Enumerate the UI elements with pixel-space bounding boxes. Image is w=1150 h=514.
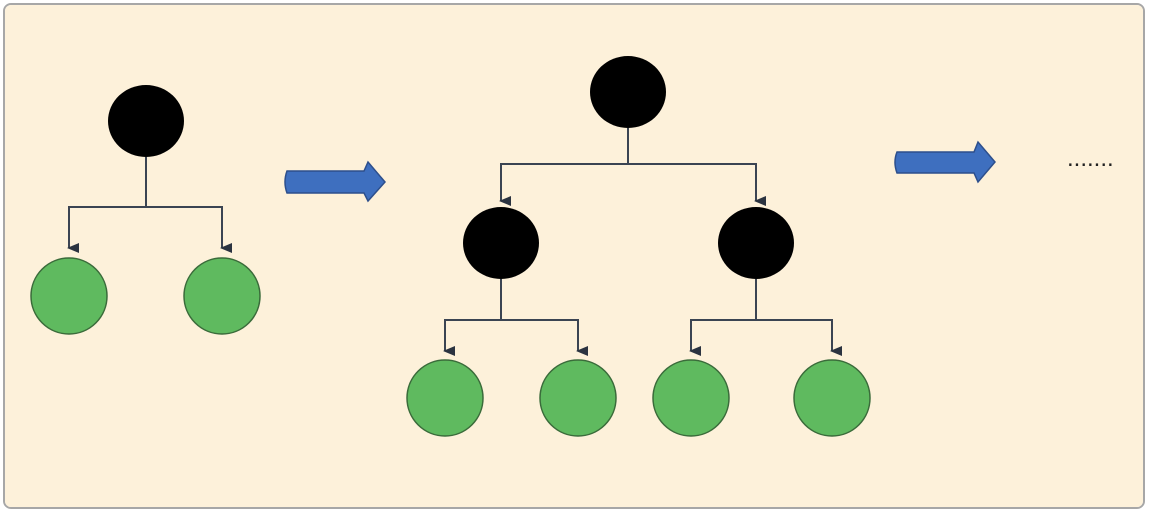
transition-arrow <box>284 160 386 203</box>
internal-node <box>108 85 184 157</box>
transition-arrow <box>894 140 996 184</box>
tree-growth-diagram <box>5 5 1143 507</box>
tree-edge <box>689 279 757 356</box>
internal-node <box>463 207 539 279</box>
leaf-node <box>539 359 617 437</box>
tree-edge <box>628 163 766 206</box>
leaf-node <box>793 359 871 437</box>
tree-depth-2 <box>406 56 871 437</box>
internal-node <box>718 207 794 279</box>
tree-edge <box>443 279 502 356</box>
leaf-node <box>30 257 108 335</box>
tree-edge <box>501 319 588 356</box>
leaf-node <box>183 257 261 335</box>
leaf-node <box>406 359 484 437</box>
internal-node <box>590 56 666 128</box>
continuation-ellipsis: ....... <box>1067 145 1114 172</box>
tree-depth-1 <box>30 85 261 335</box>
tree-edge <box>756 319 842 356</box>
leaf-node <box>652 359 730 437</box>
tree-edge <box>67 157 147 253</box>
tree-edge <box>499 128 629 206</box>
tree-edge <box>146 206 232 253</box>
diagram-panel: ....... <box>3 3 1145 509</box>
